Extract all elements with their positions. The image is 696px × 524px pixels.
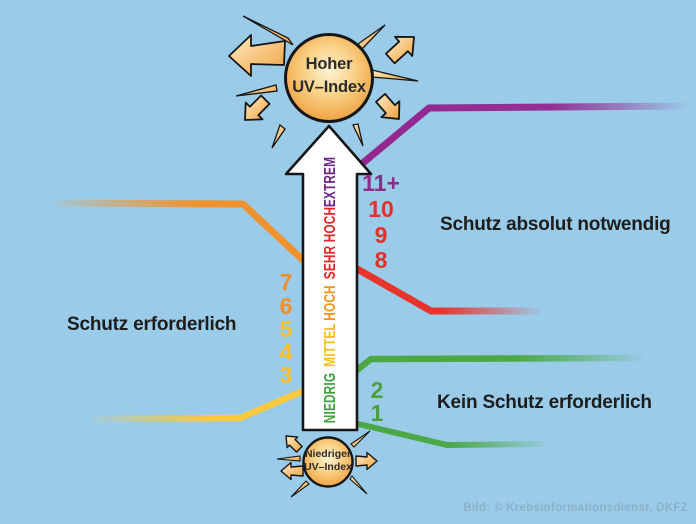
bottom-sun-label-line1: Niedriger [304, 448, 352, 460]
sun-ray-arrow-left [280, 461, 304, 481]
line-kein-schutz-upper [349, 354, 646, 377]
line-kein-schutz-lower [349, 419, 546, 448]
uv-scale-arrow [284, 124, 373, 432]
scale-label-niedrig: NIEDRIG [322, 372, 339, 424]
sun-ray-arrow-down-right [375, 93, 401, 120]
bottom-sun-label-line2: UV–Index [304, 461, 352, 473]
uv-number-2: 2 [370, 377, 384, 403]
uv-number-6: 6 [279, 293, 293, 319]
advice-schutz-absolut-notwendig: Schutz absolut notwendig [440, 214, 671, 235]
sun-ray-needle [290, 480, 310, 498]
uv-number-10: 10 [368, 196, 394, 222]
advice-kein-schutz-erforderlich: Kein Schutz erforderlich [437, 392, 652, 413]
top-sun-rays [228, 15, 419, 149]
line-schutz-erforderlich-upper [54, 199, 308, 265]
sun-ray-needle [242, 15, 294, 46]
sun-ray-arrow-right [355, 451, 378, 471]
sun-ray-needle [349, 475, 368, 495]
uv-number-1: 1 [370, 400, 384, 426]
uv-number-11plus: 11+ [362, 170, 400, 196]
uv-number-8: 8 [374, 247, 388, 273]
line-sehr-hoch [350, 262, 540, 315]
sun-ray-needle [235, 84, 278, 97]
sun-ray-needle [271, 123, 286, 149]
top-sun-label-line2: UV–Index [292, 78, 366, 96]
sun-ray-arrow-left [228, 34, 286, 77]
top-sun-label-line1: Hoher [305, 55, 353, 73]
top-sun-label: Hoher UV–Index [272, 53, 386, 101]
advice-schutz-erforderlich: Schutz erforderlich [67, 314, 237, 335]
uv-number-4: 4 [279, 339, 293, 365]
sun-ray-arrow-up-left [285, 435, 303, 453]
top-sun-circle [284, 33, 374, 123]
sun-ray-needle [276, 455, 301, 462]
sun-ray-needle [352, 123, 364, 147]
line-extrem [349, 102, 689, 175]
uv-number-7: 7 [279, 269, 293, 295]
sun-ray-needle [357, 24, 386, 50]
sun-ray-needle [350, 430, 371, 448]
uv-number-5: 5 [279, 316, 293, 342]
bottom-sun-circle [302, 436, 354, 488]
bottom-sun-label: Niedriger UV–Index [293, 448, 363, 476]
sun-ray-arrow-down-left [244, 94, 271, 121]
uv-number-3: 3 [279, 362, 293, 388]
line-schutz-erforderlich-lower [91, 388, 305, 423]
uv-number-9: 9 [374, 222, 388, 248]
bottom-sun-rays [276, 430, 378, 498]
sun-ray-arrow-up-right [385, 35, 415, 65]
credit-text: Bild: © Krebsinformationsdienst, DKFZ [463, 502, 688, 514]
